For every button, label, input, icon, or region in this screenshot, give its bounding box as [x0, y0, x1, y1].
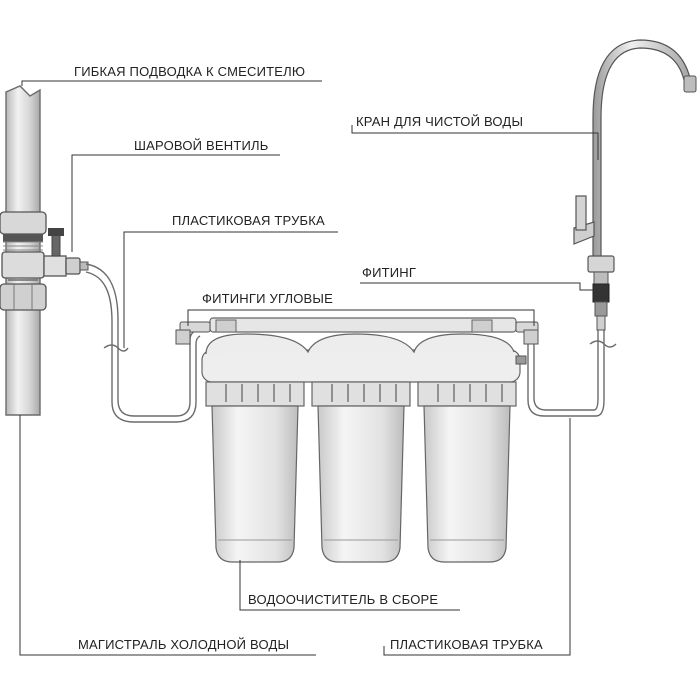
label-fitting: ФИТИНГ [362, 265, 416, 280]
tee-fitting [0, 211, 47, 311]
label-purifier-assembly: ВОДООЧИСТИТЕЛЬ В СБОРЕ [248, 592, 438, 607]
outlet-plastic-tube [527, 330, 617, 417]
label-plastic-tube-top: ПЛАСТИКОВАЯ ТРУБКА [172, 213, 325, 228]
filter-assembly [175, 317, 539, 563]
ball-valve [43, 228, 89, 277]
leader-lines [19, 80, 600, 656]
label-angle-fittings: ФИТИНГИ УГЛОВЫЕ [202, 291, 333, 306]
label-cold-main: МАГИСТРАЛЬ ХОЛОДНОЙ ВОДЫ [78, 637, 289, 652]
clean-water-faucet [573, 39, 697, 331]
label-plastic-tube-bottom: ПЛАСТИКОВАЯ ТРУБКА [390, 637, 543, 652]
label-flex-hose: ГИБКАЯ ПОДВОДКА К СМЕСИТЕЛЮ [74, 64, 305, 79]
label-ball-valve: ШАРОВОЙ ВЕНТИЛЬ [134, 138, 268, 153]
label-clean-faucet: КРАН ДЛЯ ЧИСТОЙ ВОДЫ [356, 114, 523, 129]
